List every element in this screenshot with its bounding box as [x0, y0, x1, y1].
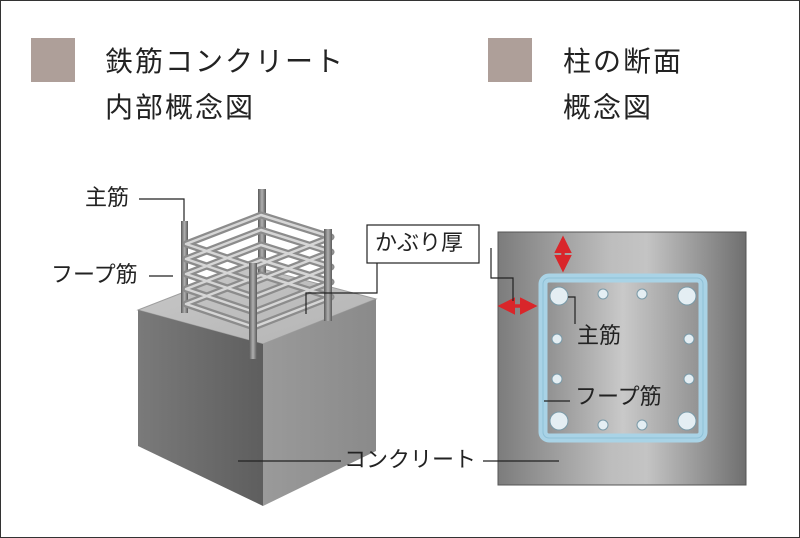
leader-cover-to-cage — [305, 263, 378, 314]
leader-section-main — [568, 296, 576, 324]
legend-swatch-right — [488, 38, 532, 82]
section-rebars — [549, 286, 697, 431]
label-hoop-rebar: フープ筋 — [51, 263, 138, 288]
leader-main-rebar — [139, 198, 185, 221]
label-section-hoop-rebar: フープ筋 — [575, 385, 662, 410]
legend-left-title-line2: 内部概念図 — [105, 91, 256, 124]
legend-right-title-line2: 概念図 — [563, 91, 654, 124]
label-concrete: コンクリート — [344, 448, 477, 473]
rebar-cage — [181, 189, 335, 359]
label-section-main-rebar: 主筋 — [577, 324, 622, 349]
legend-left-title-line1: 鉄筋コンクリート — [105, 45, 346, 78]
legend-right-title-line1: 柱の断面 — [563, 45, 684, 78]
leader-cover-to-section — [490, 248, 514, 301]
legend-swatch-left — [31, 38, 75, 82]
column-section — [497, 231, 747, 486]
label-main-rebar: 主筋 — [85, 186, 130, 211]
cover-label-box — [366, 224, 480, 264]
label-cover: かぶり厚 — [375, 231, 464, 256]
cover-arrows — [497, 235, 572, 315]
